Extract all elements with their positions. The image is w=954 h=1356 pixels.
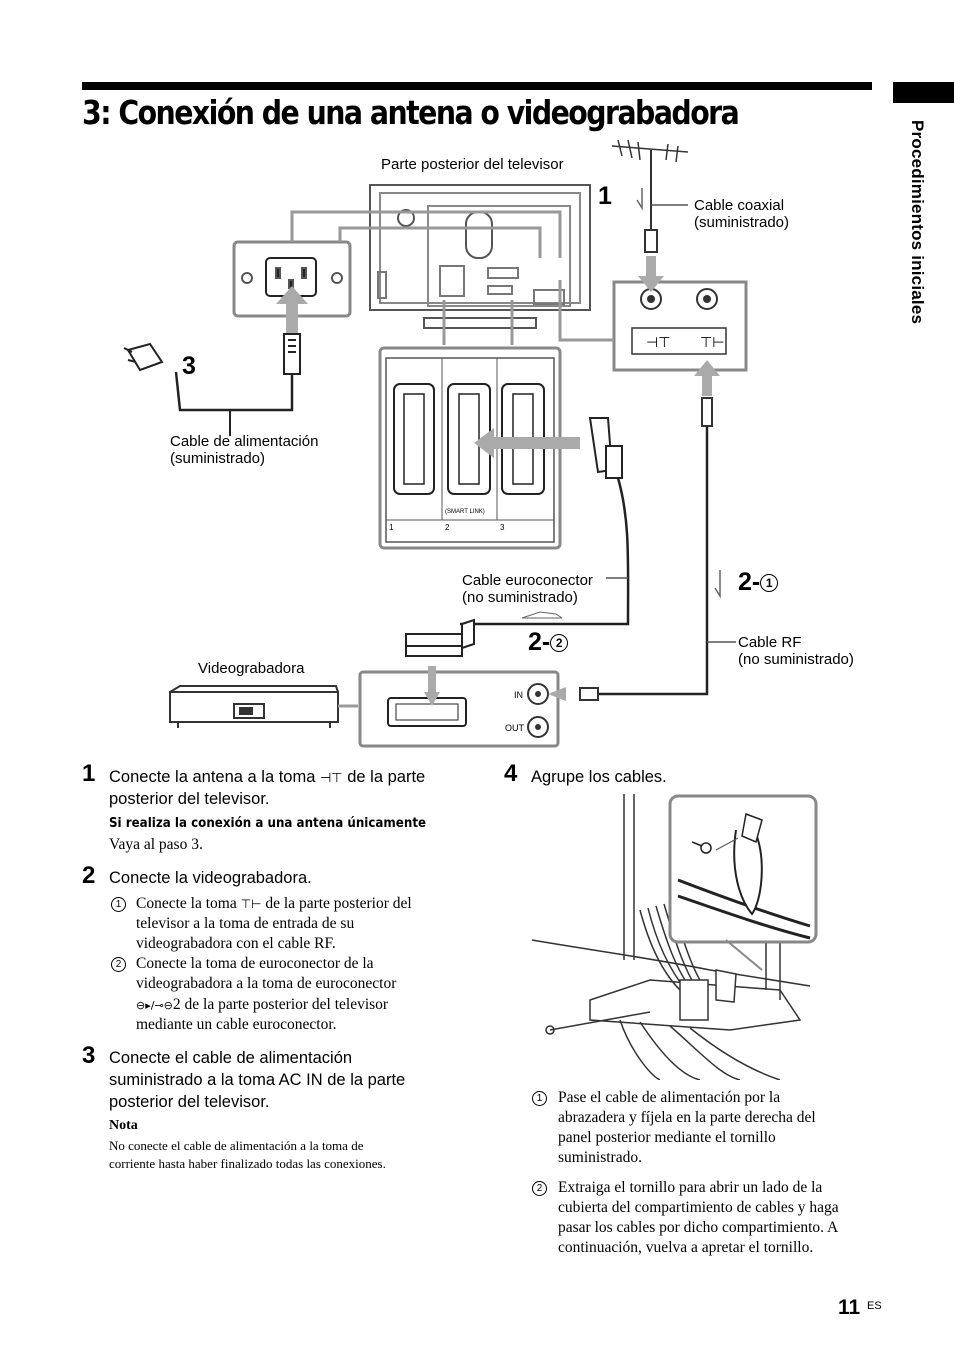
side-tab-bar — [893, 82, 954, 103]
euro-cable-label-line2: (no suministrado) — [462, 589, 578, 606]
coax-cable-label-line2: (suministrado) — [694, 214, 790, 231]
step-2-item-2-line2: videograbadora a la toma de euroconector — [136, 975, 397, 992]
tv-back-label: Parte posterior del televisor — [381, 156, 564, 173]
step-2-text: Conecte la videograbadora. — [109, 869, 312, 887]
step-2-number: 2 — [82, 862, 96, 889]
svg-text:⊤⊢: ⊤⊢ — [700, 335, 724, 351]
step-3-number: 3 — [82, 1042, 96, 1069]
step-4-item-2-line2: cubierta del compartimiento de cables y … — [558, 1199, 839, 1216]
step-2-item-2-marker: 2 — [111, 957, 126, 972]
power-cable — [123, 333, 301, 436]
step-4-item-1-line3: panel posterior mediante el tornillo — [558, 1129, 776, 1146]
step-2-item-1-line2: televisor a la toma de entrada de su — [136, 915, 355, 932]
step-4-item-2-marker: 2 — [532, 1181, 547, 1196]
vcr-in-label: IN — [514, 690, 523, 700]
header-rule — [82, 82, 872, 90]
power-cable-label-line1: Cable de alimentación — [170, 433, 319, 450]
callout-2-1: 2-1 — [738, 568, 779, 597]
page-language-code: ES — [867, 1300, 882, 1312]
antenna-input-panel: ⊣⊤ ⊤⊢ — [558, 280, 748, 372]
step-4-item-2-line3: pasar los cables por dicho compartimient… — [558, 1219, 839, 1236]
scart-panel: (SMART LINK) 1 2 3 — [378, 300, 562, 550]
step-3-text-line2: suministrado a la toma AC IN de la parte — [109, 1071, 406, 1089]
page-title: 3: Conexión de una antena o videograbado… — [82, 93, 740, 132]
step-4-number: 4 — [504, 760, 518, 787]
scart-num-2: 2 — [445, 523, 450, 532]
step-2-item-2-line1: Conecte la toma de euroconector de la — [136, 955, 374, 972]
rf-out-icon: ⊤⊢ — [240, 897, 262, 911]
step-3-text-line1: Conecte el cable de alimentación — [109, 1049, 353, 1067]
step-2-item-1-line1: Conecte la toma ⊤⊢ de la parte posterior… — [136, 895, 412, 912]
side-tab-label: Procedimientos iniciales — [908, 120, 927, 325]
step-4-item-1-line2: abrazadera y fíjela en la parte derecha … — [558, 1109, 816, 1126]
rf-cable-label-line1: Cable RF — [738, 634, 802, 651]
coax-cable-label-line1: Cable coaxial — [694, 197, 785, 214]
step-4-text: Agrupe los cables. — [531, 768, 667, 786]
scart-plug-vcr — [405, 618, 475, 657]
smart-link-label: (SMART LINK) — [445, 509, 485, 515]
scart-num-3: 3 — [500, 523, 505, 532]
scart-io-icon: ⊖▸/⊸⊖ — [136, 999, 173, 1012]
step-4-item-2-line1: Extraiga el tornillo para abrir un lado … — [558, 1179, 823, 1196]
power-cable-label-line2: (suministrado) — [170, 450, 266, 467]
callout-2-2: 2-2 — [528, 628, 569, 657]
scart-num-1: 1 — [389, 523, 394, 532]
scart-plug-tv — [588, 417, 623, 479]
euro-cable-label-line1: Cable euroconector — [462, 572, 593, 589]
page-number: 11 — [838, 1296, 861, 1319]
antenna-icon — [611, 139, 689, 253]
step-2-item-1-line3: videograbadora con el cable RF. — [136, 935, 336, 952]
step-4-item-1-marker: 1 — [532, 1091, 547, 1106]
vcr-label: Videograbadora — [198, 660, 305, 677]
step-1-number: 1 — [82, 760, 96, 787]
step-4-item-1-line4: suministrado. — [558, 1149, 642, 1166]
step-1-text-line1: Conecte la antena a la toma ⊣⊤ de la par… — [109, 768, 426, 786]
step-2-item-2-line4: mediante un cable euroconector. — [136, 1016, 337, 1033]
note-line1: No conecte el cable de alimentación a la… — [109, 1138, 364, 1153]
svg-text:⊣⊤: ⊣⊤ — [646, 335, 670, 351]
cable-bundling-illustration — [531, 794, 818, 1080]
vcr-illustration — [169, 685, 339, 728]
callout-3: 3 — [182, 352, 196, 380]
vcr-out-label: OUT — [505, 723, 525, 733]
step-2-item-1-marker: 1 — [111, 897, 126, 912]
step-4-item-2-line4: continuación, vuelva a apretar el tornil… — [558, 1239, 814, 1256]
callout-1: 1 — [598, 182, 612, 210]
ac-in-socket — [232, 240, 352, 318]
note-title: Nota — [109, 1118, 138, 1133]
step-3-text-line3: posterior del televisor. — [109, 1093, 270, 1111]
tv-back-illustration — [369, 184, 591, 329]
antenna-in-icon: ⊣⊤ — [319, 771, 343, 786]
vcr-back-panel: IN OUT — [358, 666, 599, 748]
step-4-item-1-line1: Pase el cable de alimentación por la — [558, 1089, 781, 1106]
step-1-body: Vaya al paso 3. — [109, 836, 203, 853]
rf-cable-label-line2: (no suministrado) — [738, 651, 854, 668]
note-line2: corriente hasta haber finalizado todas l… — [109, 1156, 386, 1171]
step-1-subhead: Si realiza la conexión a una antena únic… — [109, 815, 427, 831]
step-2-item-2-line3: ⊖▸/⊸⊖2 de la parte posterior del televis… — [136, 996, 389, 1013]
step-1-text-line2: posterior del televisor. — [109, 790, 270, 808]
